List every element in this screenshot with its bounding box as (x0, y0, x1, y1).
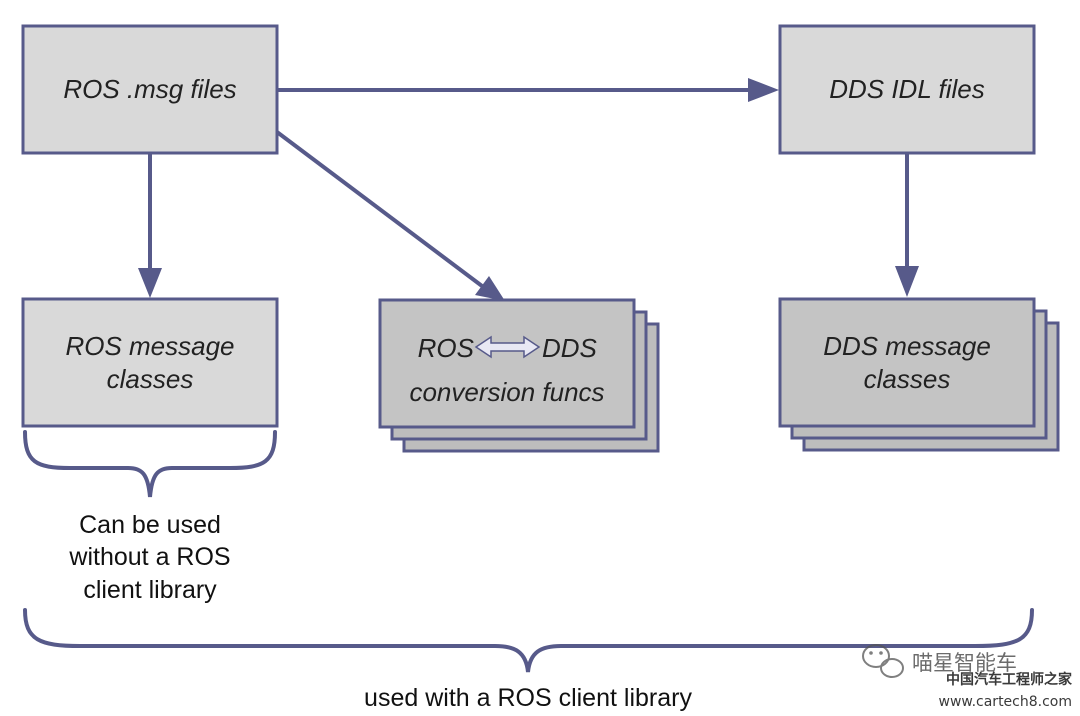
small-brace-line2: without a ROS (68, 543, 230, 571)
small-brace (23, 430, 277, 498)
edges (138, 78, 919, 301)
watermark: 喵星智能车 中国汽车工程师之家 www.cartech8.com (862, 644, 1073, 710)
stack-layer-front (378, 298, 636, 429)
node-ros-message-classes-line1: ROS message (65, 331, 234, 361)
watermark-site-cn: 中国汽车工程师之家 (946, 671, 1073, 688)
small-brace-line1: Can be used (79, 511, 221, 539)
conversion-left-label: ROS (418, 333, 475, 363)
node-ros-message-classes: ROS message classes (21, 297, 279, 428)
node-dds-message-classes-line2: classes (864, 364, 951, 394)
node-ros-msg-files: ROS .msg files (21, 24, 279, 155)
double-arrow-icon (474, 335, 541, 359)
conversion-right-label: DDS (542, 333, 598, 363)
arrowhead-msg-to-ros-classes (138, 268, 162, 298)
stack-layer-front (778, 297, 1036, 428)
small-brace-line3: client library (83, 576, 217, 604)
arrowhead-idl-to-dds-classes (895, 266, 919, 297)
node-dds-idl-files-label: DDS IDL files (829, 74, 985, 104)
watermark-account: 喵星智能车 (912, 651, 1017, 675)
node-dds-message-classes: DDS message classes (778, 297, 1060, 452)
node-ros-msg-files-label: ROS .msg files (63, 74, 236, 104)
watermark-site-url: www.cartech8.com (939, 694, 1072, 710)
node-conversion-funcs: ROS DDS conversion funcs (378, 298, 660, 453)
conversion-line2: conversion funcs (409, 377, 604, 407)
large-brace (23, 608, 1034, 673)
arrowhead-msg-to-idl (748, 78, 779, 102)
node-dds-message-classes-line1: DDS message (823, 331, 991, 361)
node-ros-message-classes-line2: classes (107, 364, 194, 394)
wechat-icon (862, 644, 904, 678)
large-brace-label: used with a ROS client library (364, 684, 692, 712)
edge-msg-to-conversion (275, 130, 484, 288)
node-dds-idl-files: DDS IDL files (778, 24, 1036, 155)
arrowhead-msg-to-conversion (475, 276, 505, 301)
